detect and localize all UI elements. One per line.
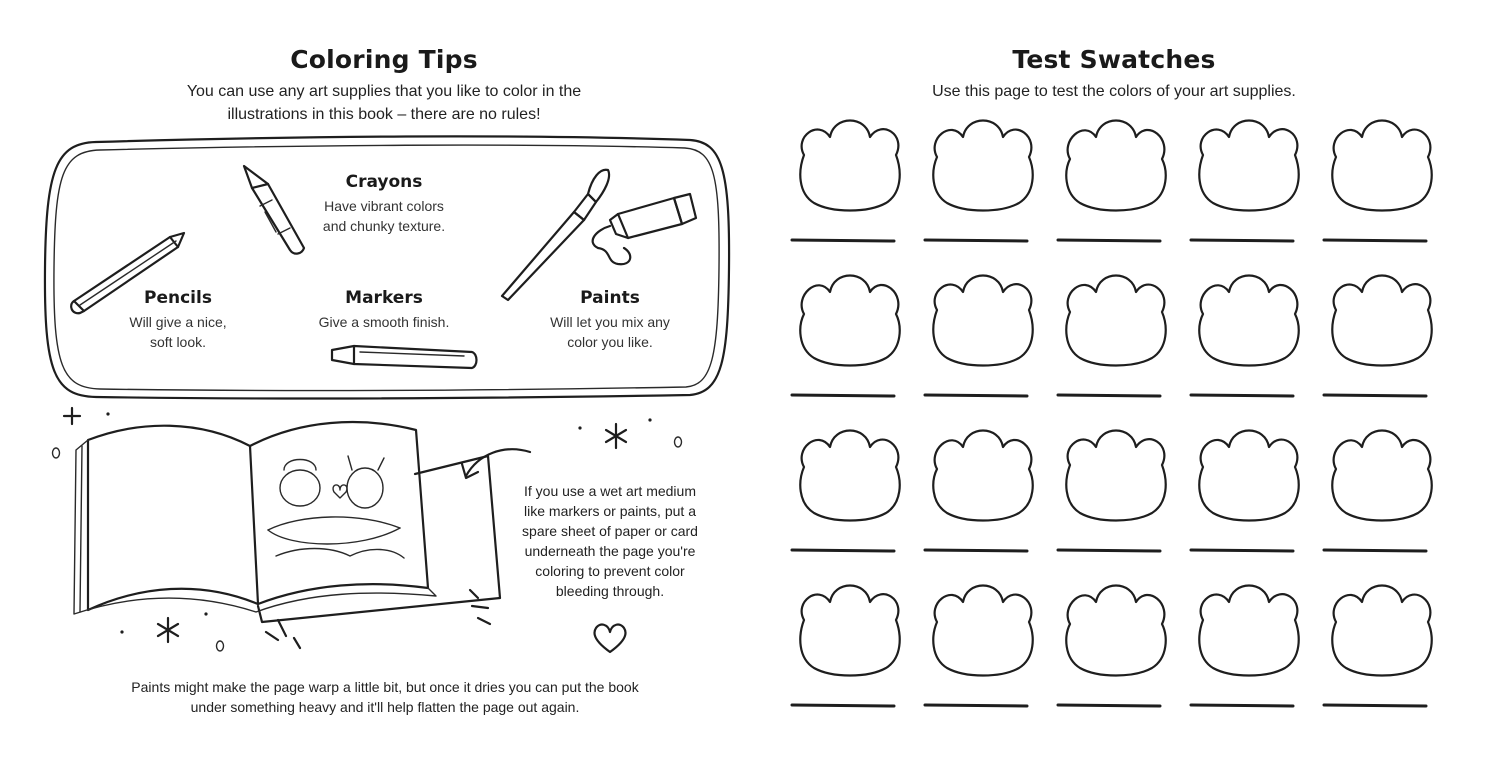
tool-pencils-name: Pencils — [144, 288, 212, 308]
color-swatch[interactable] — [923, 115, 1043, 245]
color-swatch[interactable] — [1189, 270, 1309, 400]
color-swatch[interactable] — [1056, 115, 1176, 245]
swatch-shape — [923, 584, 1034, 708]
wet-tip-line-6: bleeding through. — [555, 583, 665, 599]
color-swatch[interactable] — [1056, 425, 1176, 555]
wet-tip-line-2: like markers or paints, put a — [524, 503, 696, 519]
open-book-icon — [73, 420, 502, 624]
swatch-shape — [790, 584, 901, 708]
wet-tip-line-1: If you use a wet art medium — [524, 483, 696, 499]
swatch-shape — [1056, 429, 1167, 553]
swatch-shape — [923, 429, 1034, 553]
tool-crayons-desc-1: Have vibrant colors — [324, 198, 444, 214]
marker-icon — [330, 344, 478, 370]
test-swatches-page: Test Swatches Use this page to test the … — [760, 0, 1500, 771]
swatch-shape — [1189, 429, 1300, 553]
color-swatch[interactable] — [923, 580, 1043, 710]
swatch-shape — [923, 274, 1034, 398]
color-swatch[interactable] — [923, 425, 1043, 555]
color-swatch[interactable] — [790, 115, 910, 245]
crayon-icon — [242, 164, 306, 255]
swatch-shape — [1322, 584, 1433, 708]
curved-arrow-icon — [460, 448, 532, 480]
warp-tip-line-2: under something heavy and it'll help fla… — [190, 699, 580, 715]
page-title: Test Swatches — [1012, 45, 1216, 74]
swatch-shape — [923, 119, 1034, 243]
tool-crayons-desc-2: and chunky texture. — [322, 218, 446, 234]
tool-paints-name: Paints — [580, 288, 640, 308]
wet-tip-line-3: spare sheet of paper or card — [522, 523, 698, 539]
tool-paints-desc-1: Will let you mix any — [550, 314, 670, 330]
swatch-shape — [1189, 119, 1300, 243]
swatch-shape — [790, 119, 901, 243]
page-subtitle: Use this page to test the colors of your… — [932, 83, 1296, 100]
swatch-shape — [1322, 429, 1433, 553]
swatch-shape — [1056, 584, 1167, 708]
color-swatch[interactable] — [1322, 270, 1442, 400]
color-swatch[interactable] — [1322, 115, 1442, 245]
color-swatch[interactable] — [1189, 115, 1309, 245]
swatch-shape — [1189, 274, 1300, 398]
wet-tip-line-5: coloring to prevent color — [535, 563, 685, 579]
tool-markers-desc-1: Give a smooth finish. — [318, 314, 450, 330]
swatch-shape — [1056, 119, 1167, 243]
color-swatch[interactable] — [790, 580, 910, 710]
page-title: Coloring Tips — [290, 45, 478, 74]
swatch-shape — [790, 274, 901, 398]
tool-markers-name: Markers — [345, 288, 423, 308]
color-swatch[interactable] — [1189, 580, 1309, 710]
tool-crayons-name: Crayons — [345, 172, 423, 192]
color-swatch[interactable] — [1056, 270, 1176, 400]
swatch-grid — [790, 115, 1470, 725]
heart-icon — [593, 623, 627, 654]
color-swatch[interactable] — [790, 270, 910, 400]
warp-tip-line-1: Paints might make the page warp a little… — [131, 679, 639, 695]
swatch-shape — [1056, 274, 1167, 398]
intro-line-1: You can use any art supplies that you li… — [186, 83, 582, 100]
color-swatch[interactable] — [1056, 580, 1176, 710]
color-swatch[interactable] — [923, 270, 1043, 400]
tool-paints-desc-2: color you like. — [567, 334, 653, 350]
tool-pencils-desc-2: soft look. — [149, 334, 207, 350]
color-swatch[interactable] — [1322, 580, 1442, 710]
sparkle-icon — [51, 406, 683, 652]
swatch-shape — [1322, 119, 1433, 243]
intro-line-2: illustrations in this book – there are n… — [227, 106, 541, 123]
swatch-shape — [1189, 584, 1300, 708]
swatch-shape — [790, 429, 901, 553]
color-swatch[interactable] — [1322, 425, 1442, 555]
wet-tip-line-4: underneath the page you're — [524, 543, 696, 559]
coloring-tips-page: Coloring Tips You can use any art suppli… — [43, 45, 731, 715]
swatch-shape — [1322, 274, 1433, 398]
paint-tube-icon — [591, 192, 698, 266]
color-swatch[interactable] — [1189, 425, 1309, 555]
tool-pencils-desc-1: Will give a nice, — [129, 314, 227, 330]
pencil-icon — [70, 231, 186, 315]
color-swatch[interactable] — [790, 425, 910, 555]
paintbrush-icon — [500, 168, 611, 302]
tools-frame — [43, 135, 731, 400]
